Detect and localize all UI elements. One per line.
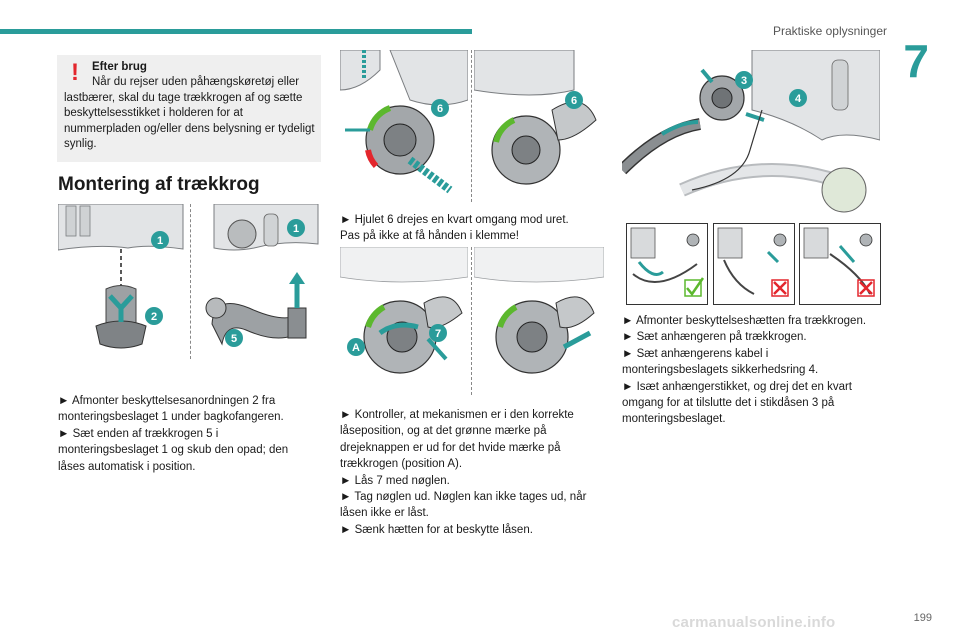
text-line: monteringsbeslaget 1 og skub den opad; d… <box>58 444 289 457</box>
page-number: 199 <box>913 612 932 624</box>
figure-lock-cover <box>474 247 604 395</box>
callout-7: 7 <box>435 328 441 340</box>
callout-6b: 6 <box>571 95 577 107</box>
cross-icon <box>859 281 873 295</box>
callout-3: 3 <box>741 75 747 87</box>
chapter-number: 7 <box>903 35 929 87</box>
text-line: låses automatisk i position. <box>58 460 196 473</box>
figure-cap-removal: 1 2 <box>58 204 188 359</box>
figure-divider <box>471 247 472 395</box>
text-line: ► Isæt anhængerstikket, og drej det en k… <box>622 380 852 393</box>
text-line: ► Afmonter beskyttelseshætten fra trækkr… <box>622 315 867 327</box>
warning-icon: ! <box>71 59 79 86</box>
callout-5: 5 <box>231 333 237 345</box>
figure-lock-key: 7 A <box>340 247 468 395</box>
text-line: ► Sæt anhængerens kabel i <box>622 347 769 360</box>
figure-cable-wrong-2 <box>799 223 881 305</box>
text-line: trækkrogen (position A). <box>340 458 463 471</box>
text-line: ► Lås 7 med nøglen. <box>340 474 450 487</box>
callout-2: 2 <box>151 311 157 323</box>
figure-cable-correct <box>626 223 708 305</box>
text-line: drejeknappen er ud for det hvide mærke p… <box>340 441 561 454</box>
callout-4: 4 <box>795 93 802 105</box>
figure-divider <box>190 204 191 359</box>
instructions-col3: ► Afmonter beskyttelseshætten fra trækkr… <box>622 313 887 428</box>
text-line: ► Sæt anhængeren på trækkrogen. <box>622 331 807 344</box>
check-icon <box>686 277 705 297</box>
text-line: monteringsbeslaget. <box>622 413 726 426</box>
cross-icon <box>773 281 787 295</box>
figure-cable-wrong-1 <box>713 223 795 305</box>
text-line: ► Sæt enden af trækkrogen 5 i <box>58 427 219 440</box>
text-line: ► Afmonter beskyttelsesanordningen 2 fra <box>58 395 276 407</box>
figure-towball-insert: 1 5 <box>194 204 322 359</box>
warning-title: Efter brug <box>92 61 147 73</box>
callout-1b: 1 <box>293 223 299 235</box>
text-line: monteringsbeslagets sikkerhedsring 4. <box>622 364 819 377</box>
header-title: Praktiske oplysninger <box>772 24 887 38</box>
callout-6: 6 <box>437 103 443 115</box>
text-line: låsen ikke er låst. <box>340 507 429 520</box>
instructions-col2a: ► Hjulet 6 drejes en kvart omgang mod ur… <box>340 212 605 245</box>
watermark: carmanualsonline.info <box>672 614 836 631</box>
text-line: ► Sænk hætten for at beskytte låsen. <box>340 523 533 536</box>
header-accent-bar <box>0 29 472 34</box>
text-line: ► Kontroller, at mekanismen er i den kor… <box>340 409 574 421</box>
text-line: Pas på ikke at få hånden i klemme! <box>340 230 519 243</box>
figure-divider <box>471 50 472 202</box>
text-line: monteringsbeslaget 1 under bagkofangeren… <box>58 411 284 424</box>
instructions-col2b: ► Kontroller, at mekanismen er i den kor… <box>340 407 605 538</box>
figure-wheel-turn: 6 <box>340 50 468 202</box>
text-line: ► Tag nøglen ud. Nøglen kan ikke tages u… <box>340 491 587 504</box>
text-line: omgang for at tilslutte det i stikdåsen … <box>622 397 835 410</box>
section-title: Montering af trækkrog <box>58 174 260 195</box>
callout-1: 1 <box>157 235 163 247</box>
instructions-col1: ► Afmonter beskyttelsesanordningen 2 fra… <box>58 393 323 475</box>
figure-wheel-open: 6 <box>474 50 604 202</box>
warning-box: ! Efter brug Når du rejser uden påhængsk… <box>57 55 321 162</box>
warning-text: Når du rejser uden påhængskøretøj eller … <box>64 76 315 151</box>
text-line: låseposition, og at det grønne mærke på <box>340 425 547 438</box>
callout-A: A <box>352 342 360 354</box>
figure-trailer-plug: 3 4 <box>622 50 880 220</box>
text-line: ► Hjulet 6 drejes en kvart omgang mod ur… <box>340 214 569 226</box>
